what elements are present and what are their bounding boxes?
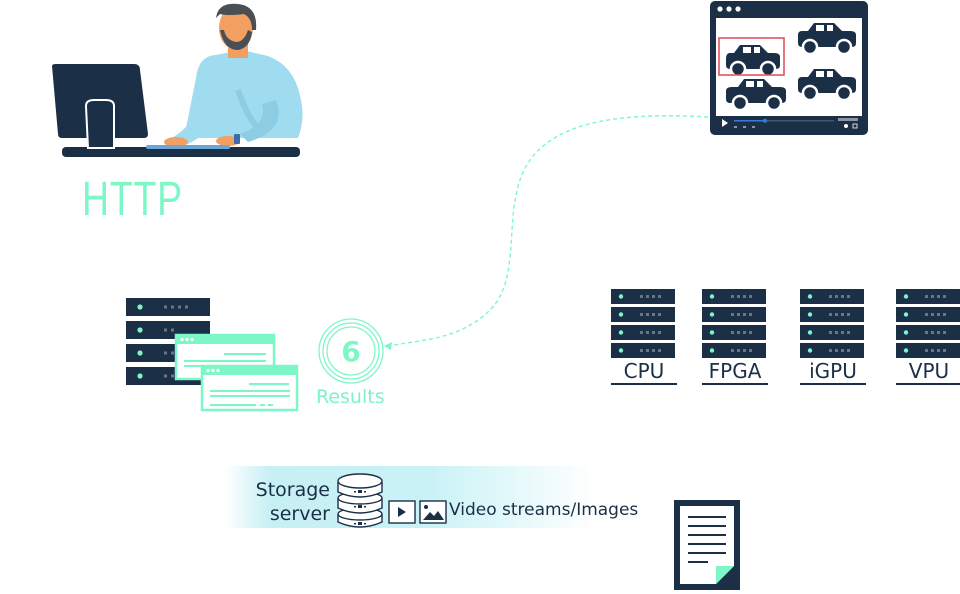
device-label: FPGA [708,359,762,383]
fullscreen-icon [852,123,858,129]
http-label: HTTP [82,173,183,226]
play-icon [722,119,728,127]
media-label: Video streams/Images [449,500,639,520]
settings-icon [844,124,848,128]
device-label: iGPU [809,359,857,383]
arrow-head [384,342,392,350]
server-rack-icon [800,289,864,358]
detection-box [718,37,785,76]
results-server-illustration [126,298,302,414]
server-rack-icon [611,289,675,358]
divider [800,383,866,385]
car-icon [726,45,780,78]
results-label: Results [316,386,385,408]
video-progress [734,120,764,122]
monitor-stand [84,99,115,149]
device-fpga: FPGA [702,289,768,385]
car-icon [798,23,856,56]
car-icon [726,79,786,112]
hair [216,3,257,30]
device-cpu: CPU [611,289,677,385]
divider [896,383,960,385]
database-icon [336,472,384,530]
image-icon [419,500,447,524]
server-rack-icon [896,289,960,358]
device-igpu: iGPU [800,289,866,385]
result-window-icon [200,364,299,412]
desk [62,147,300,157]
results-badge: 6 [317,318,385,384]
results-count: 6 [341,335,360,368]
car-icon [798,69,856,102]
device-label: VPU [908,359,950,383]
dashed-arrow-path [387,115,709,347]
keyboard [146,145,230,149]
storage-server-label: Storage server [238,478,330,526]
client-illustration [48,0,308,165]
storage-label-line2: server [269,503,330,525]
divider [702,383,768,385]
device-label: CPU [623,359,665,383]
video-stream-icon [388,500,416,524]
storage-label-line1: Storage [255,479,330,501]
server-rack-icon [702,289,766,358]
document-icon [674,500,740,590]
play-icon [398,507,406,517]
device-vpu: VPU [896,289,960,385]
video-player-illustration [710,1,868,135]
divider [611,383,677,385]
